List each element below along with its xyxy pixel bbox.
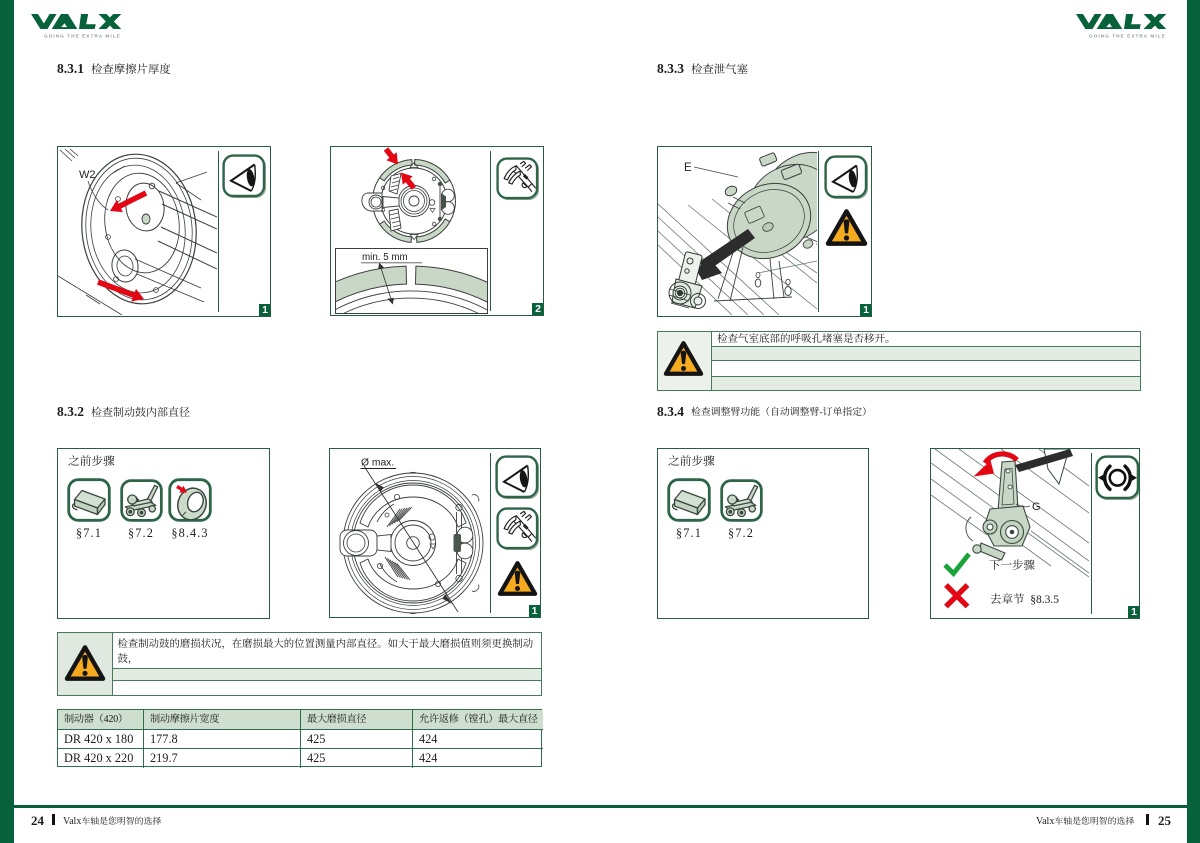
svg-text:GOING THE EXTRA MILE: GOING THE EXTRA MILE: [44, 33, 121, 38]
svg-text:G: G: [1032, 501, 1041, 513]
svg-text:E: E: [684, 162, 692, 174]
svg-text:W2: W2: [79, 169, 96, 181]
svg-text:min. 5 mm: min. 5 mm: [362, 252, 408, 263]
svg-text:Ø max.: Ø max.: [361, 458, 394, 469]
svg-text:GOING THE EXTRA MILE: GOING THE EXTRA MILE: [1089, 33, 1166, 38]
